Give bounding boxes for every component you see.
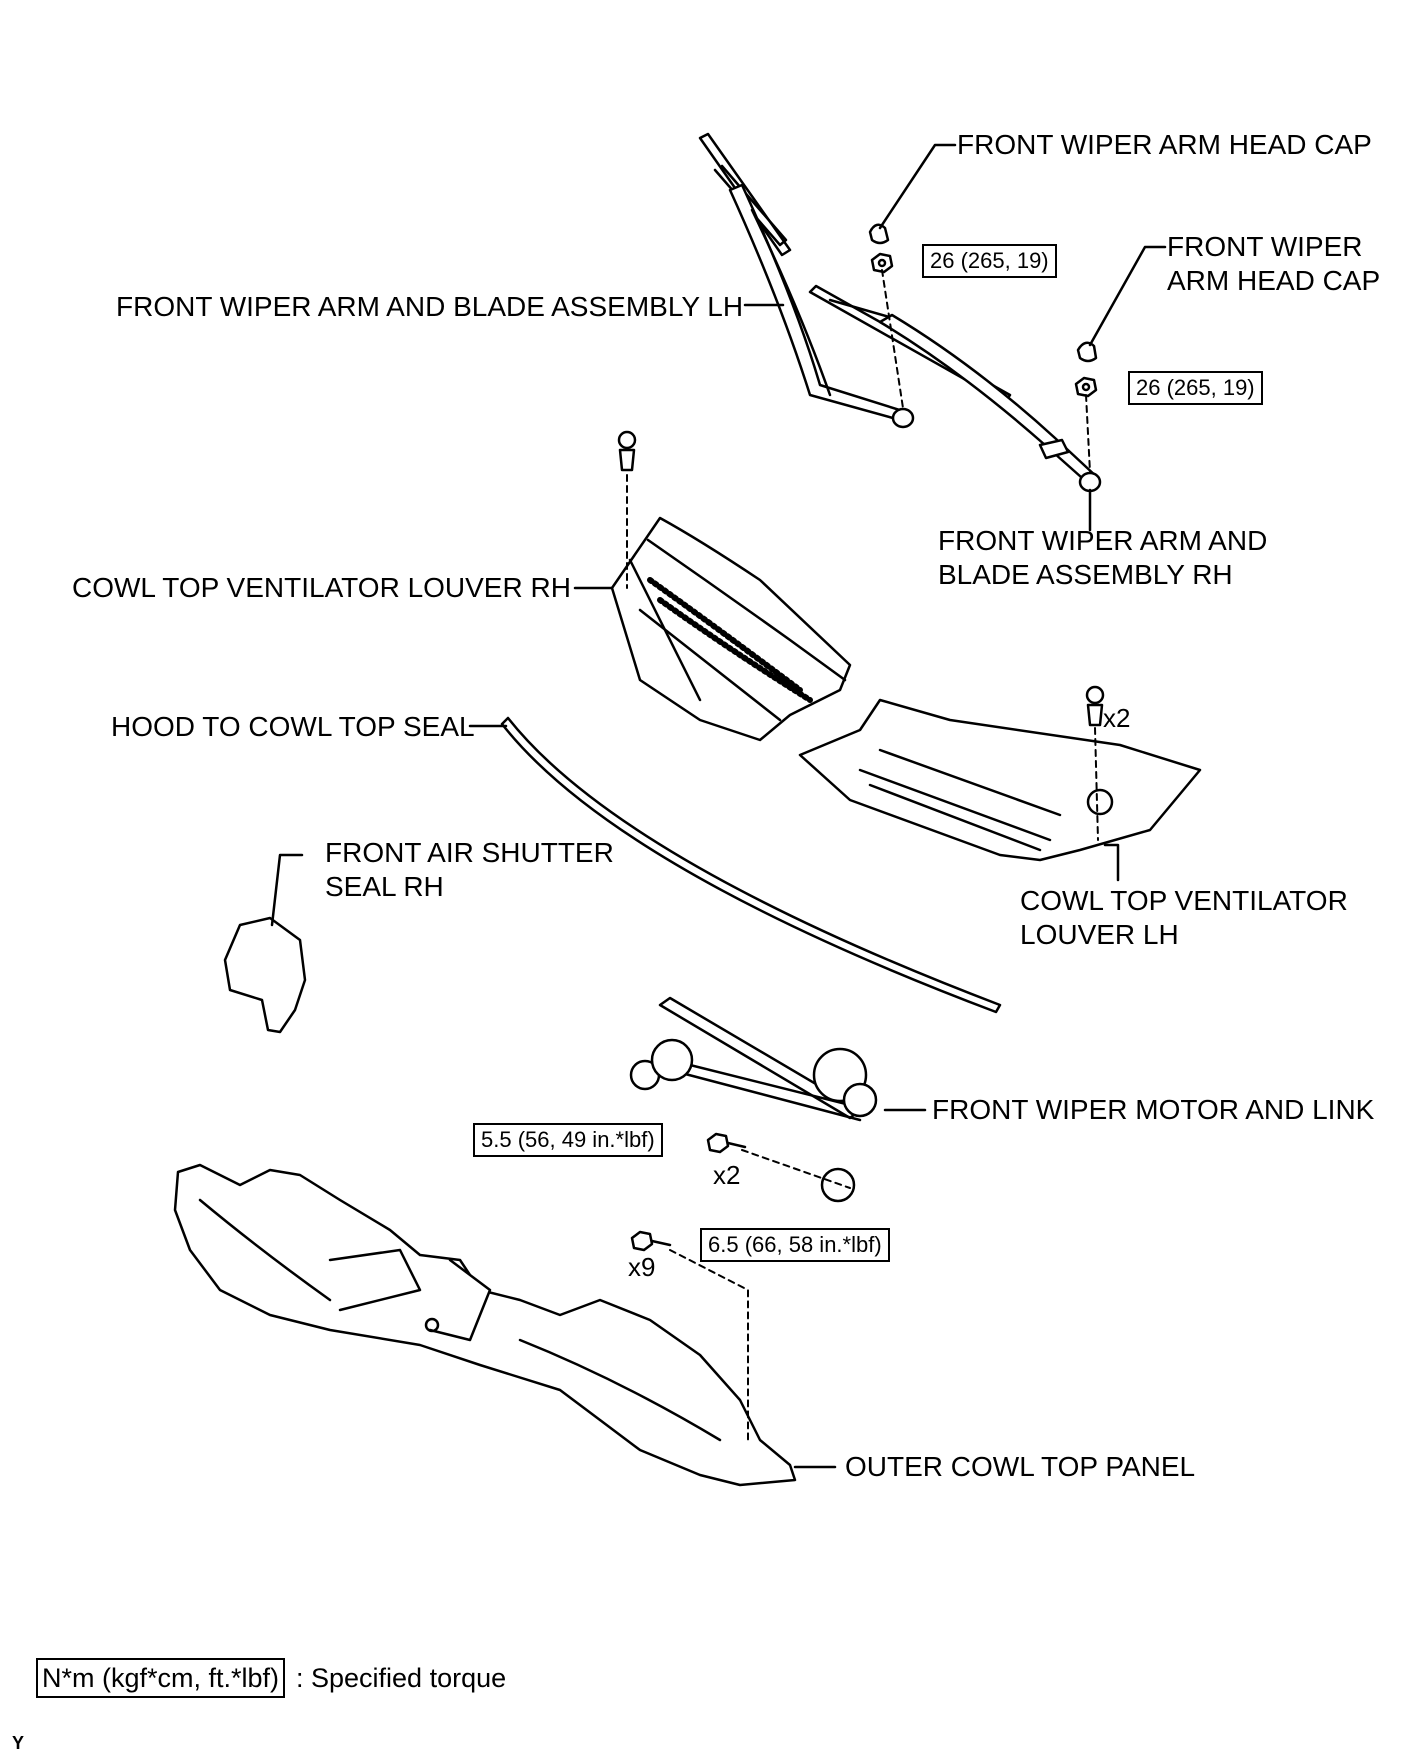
- label-front-air-shutter-seal-line2: SEAL RH: [325, 871, 444, 902]
- torque-box-panel-bolt: 6.5 (66, 58 in.*lbf): [700, 1228, 890, 1262]
- front-air-shutter-seal-rh: [223, 916, 307, 1034]
- label-hood-to-cowl-top-seal: HOOD TO COWL TOP SEAL: [111, 711, 475, 742]
- illustration-code: Y: [12, 1733, 25, 1753]
- assembly-guide-lines: [626, 269, 1099, 1441]
- head-cap-left: [868, 223, 890, 245]
- qty-louver-lh-clip: x2: [1103, 703, 1131, 733]
- label-front-wiper-arm-blade-rh-line2: BLADE ASSEMBLY RH: [938, 559, 1233, 590]
- hood-to-cowl-seal: [500, 716, 1002, 1014]
- leader-head-cap-left: [878, 143, 957, 230]
- cowl-louver-rh: [610, 516, 852, 742]
- panel-bolt-icon: [630, 1230, 672, 1252]
- leader-louver-lh: [1103, 843, 1120, 882]
- qty-panel-bolt: x9: [628, 1252, 656, 1282]
- torque-box-nut-right: 26 (265, 19): [1128, 371, 1263, 405]
- clip-lh-icon: [1085, 685, 1105, 727]
- wiper-arm-blade-rh: [808, 284, 1102, 493]
- label-front-wiper-arm-head-cap-left: FRONT WIPER ARM HEAD CAP: [957, 129, 1372, 160]
- cowl-louver-lh: [798, 698, 1202, 862]
- head-cap-right: [1076, 341, 1098, 363]
- legend-torque-unit-box: N*m (kgf*cm, ft.*lbf): [36, 1658, 286, 1698]
- torque-box-nut-left: 26 (265, 19): [922, 244, 1057, 278]
- leader-head-cap-right: [1088, 245, 1167, 347]
- torque-box-motor-bolt: 5.5 (56, 49 in.*lbf): [473, 1123, 663, 1157]
- label-front-wiper-motor-and-link: FRONT WIPER MOTOR AND LINK: [932, 1094, 1375, 1125]
- motor-bolt-icon: [706, 1132, 747, 1154]
- legend-specified-torque: : Specified torque: [296, 1663, 507, 1693]
- label-cowl-top-ventilator-louver-rh: COWL TOP VENTILATOR LOUVER RH: [72, 572, 571, 603]
- label-front-wiper-arm-blade-lh: FRONT WIPER ARM AND BLADE ASSEMBLY LH: [116, 291, 744, 322]
- label-cowl-top-ventilator-louver-lh-line2: LOUVER LH: [1020, 919, 1179, 950]
- clip-rh-icon: [617, 430, 637, 472]
- label-outer-cowl-top-panel: OUTER COWL TOP PANEL: [845, 1451, 1196, 1482]
- nut-left-icon: [870, 252, 894, 274]
- nut-right-icon: [1074, 376, 1098, 398]
- qty-motor-bolt: x2: [713, 1160, 741, 1190]
- label-front-wiper-arm-head-cap-right-line1: FRONT WIPER: [1167, 231, 1363, 262]
- label-cowl-top-ventilator-louver-lh-line1: COWL TOP VENTILATOR: [1020, 885, 1348, 916]
- label-front-wiper-arm-blade-rh-line1: FRONT WIPER ARM AND: [938, 525, 1268, 556]
- label-front-wiper-arm-head-cap-right-line2: ARM HEAD CAP: [1167, 265, 1381, 296]
- label-front-air-shutter-seal-line1: FRONT AIR SHUTTER: [325, 837, 614, 868]
- outer-cowl-top-panel: [173, 1163, 797, 1487]
- wiper-arm-blade-lh: [698, 132, 915, 429]
- leader-air-shutter: [270, 853, 304, 927]
- wiper-motor-and-link: [629, 996, 878, 1203]
